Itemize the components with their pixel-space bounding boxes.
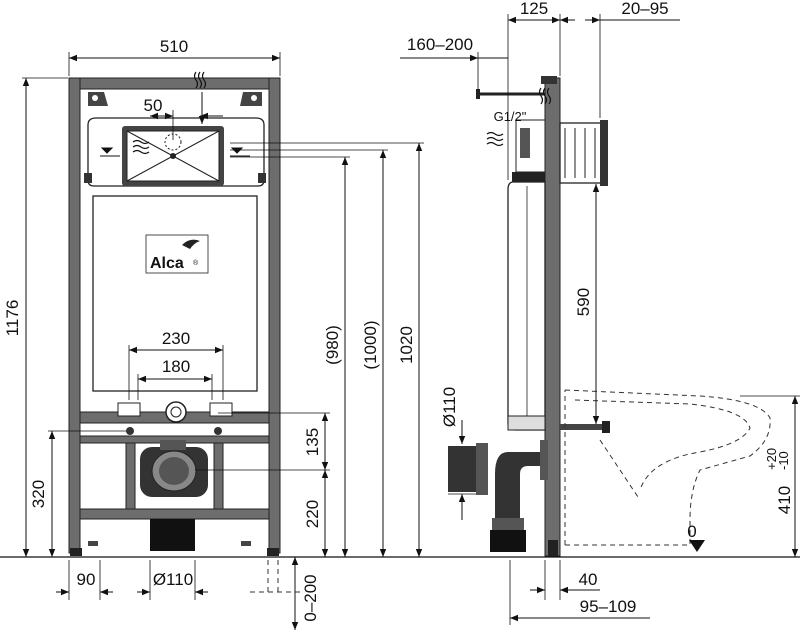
alca-logo: Alca ® (145, 234, 209, 274)
side-water-inlet-icon (486, 87, 552, 147)
label-floor-level: 0 (687, 522, 696, 541)
label-floor-adjust: 0–200 (301, 574, 320, 621)
label-bowl-range: 95–109 (580, 597, 637, 616)
label-frame-width: 510 (160, 37, 188, 56)
logo-trademark: ® (193, 259, 199, 267)
label-tol-plus: +20 (764, 448, 779, 470)
drain-assembly (117, 401, 233, 551)
level-marks (100, 147, 250, 157)
label-height-1000: (1000) (361, 320, 380, 369)
label-depth-125: 125 (520, 0, 548, 18)
label-inlet-thread: G1/2" (494, 109, 527, 124)
side-dimensions (400, 14, 800, 625)
label-outer-spacing: 230 (162, 329, 190, 348)
label-seat-height: 410 (775, 486, 794, 514)
label-height-980: (980) (323, 325, 342, 365)
label-total-height: 1176 (3, 300, 22, 337)
label-depth-range: 20–95 (621, 0, 668, 18)
logo-text: Alca (150, 255, 184, 272)
cistern-body (84, 117, 266, 392)
label-flush-offset: 50 (144, 96, 163, 115)
label-height-1020: 1020 (397, 326, 416, 364)
label-bolt-to-top: 590 (574, 288, 593, 316)
label-floor-offset: 40 (579, 570, 598, 589)
side-labels: 125 20–95 160–200 G1/2" 590 Ø110 410 +20… (407, 0, 794, 616)
label-tol-minus: -10 (776, 451, 791, 470)
water-inlet-icon (132, 71, 207, 155)
label-bottom-height: 320 (29, 480, 48, 508)
wall-brackets (88, 92, 262, 106)
label-pipe-range: 160–200 (407, 35, 473, 54)
front-dimensions (22, 52, 424, 630)
label-drain-height: 220 (303, 500, 322, 528)
label-drain-diameter: Ø110 (153, 570, 193, 589)
side-frame (448, 76, 610, 557)
label-pipe-diameter: Ø110 (440, 387, 459, 427)
label-foot-width: 90 (77, 570, 96, 589)
front-labels: 510 50 230 180 1176 320 90 Ø110 135 220 … (3, 37, 416, 622)
label-inner-spacing: 180 (162, 357, 190, 376)
toilet-bowl-outline (562, 389, 771, 546)
label-bolt-height: 135 (303, 428, 322, 456)
